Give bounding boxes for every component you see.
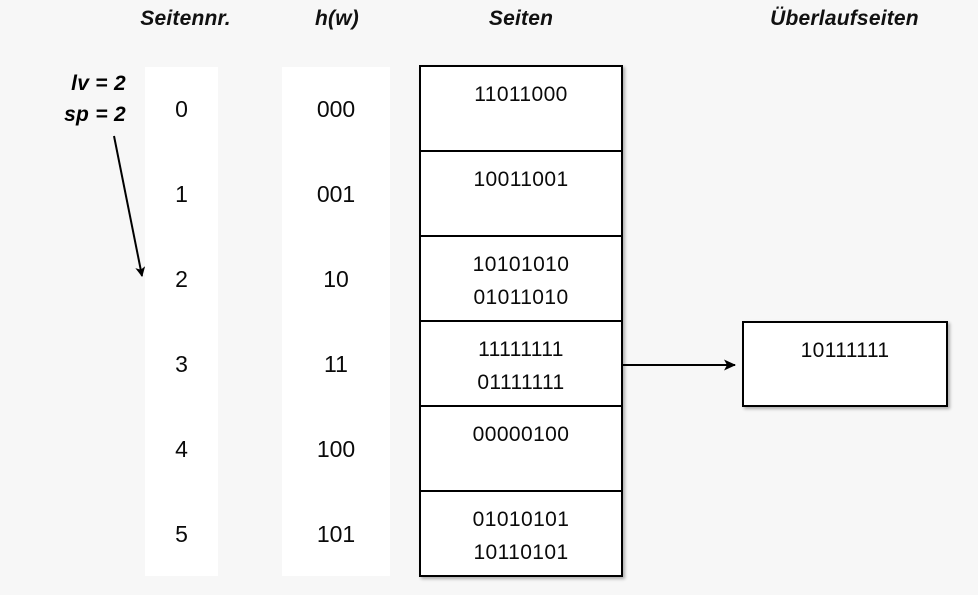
overflow-page-box: 10111111: [742, 321, 948, 407]
overflow-connector-arrow: [623, 359, 736, 371]
page-entry: 00000100: [472, 423, 570, 446]
page-bucket: 10101010 01011010: [421, 237, 621, 322]
pages-table: 11011000 10011001 10101010 01011010 1111…: [419, 65, 623, 577]
hash-column: 000 001 10 11 100 101: [282, 67, 390, 576]
page-entry: 11011000: [474, 83, 568, 106]
seitennr-cell: 2: [175, 266, 188, 292]
page-bucket: 01010101 10110101: [421, 492, 621, 575]
seitennr-cell: 1: [175, 181, 188, 207]
column-header-seitennr: Seitennr.: [140, 7, 231, 30]
seitennr-cell: 5: [175, 521, 188, 547]
column-header-ueberlaufseiten: Überlaufseiten: [770, 7, 919, 30]
hash-cell: 10: [323, 266, 349, 292]
overflow-entry: 10111111: [800, 339, 890, 362]
hash-cell: 000: [316, 96, 356, 122]
column-header-seiten: Seiten: [488, 7, 554, 30]
hash-cell: 11: [324, 351, 348, 377]
page-entry: 11111111: [478, 338, 564, 361]
page-entry: 01111111: [477, 371, 565, 394]
parameter-annotation: lv = 2 sp = 2: [14, 68, 126, 130]
seitennr-cell: 4: [175, 436, 188, 462]
page-entry: 10011001: [473, 168, 569, 191]
seitennr-cell: 0: [175, 96, 188, 122]
hash-cell: 001: [316, 181, 356, 207]
column-header-hash: h(w): [315, 7, 359, 30]
page-entry: 10110101: [473, 541, 569, 564]
param-lv: lv = 2: [71, 72, 126, 95]
hash-cell: 100: [316, 436, 356, 462]
page-bucket: 11011000: [421, 67, 621, 152]
page-bucket: 00000100: [421, 407, 621, 492]
seitennr-cell: 3: [175, 351, 188, 377]
page-entry: 01010101: [472, 508, 570, 531]
seitennr-column: 0 1 2 3 4 5: [145, 67, 218, 576]
page-bucket: 10011001: [421, 152, 621, 237]
hash-cell: 101: [316, 521, 356, 547]
page-entry: 10101010: [472, 253, 570, 276]
page-bucket: 11111111 01111111: [421, 322, 621, 407]
page-entry: 01011010: [473, 286, 569, 309]
param-sp: sp = 2: [64, 103, 126, 126]
